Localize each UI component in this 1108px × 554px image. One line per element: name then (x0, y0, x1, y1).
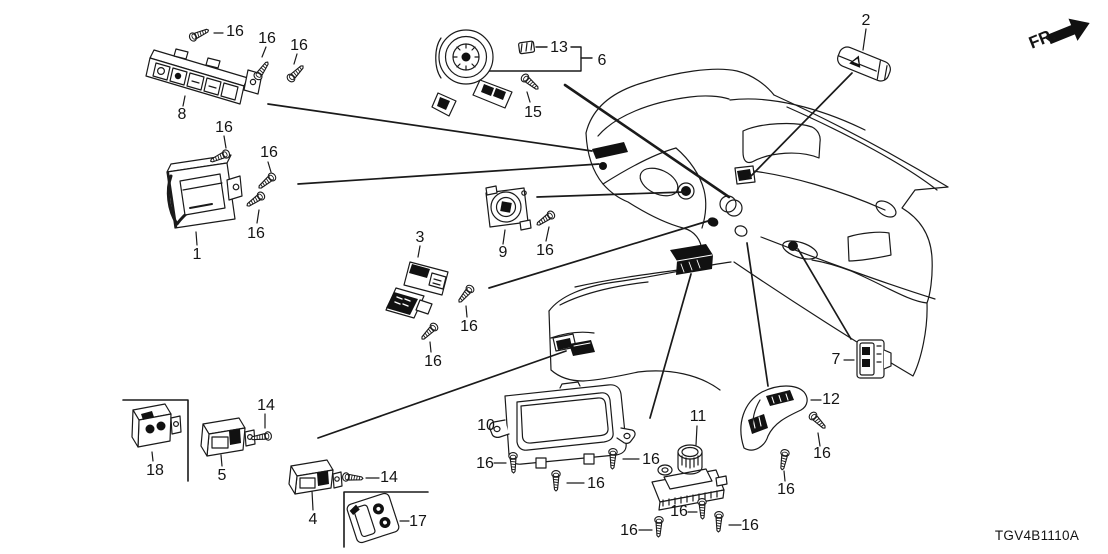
callout-16: 16 (260, 144, 278, 161)
callout-part-7: 7 (832, 351, 841, 368)
diagram-artwork (123, 18, 1090, 547)
group-brackets (123, 47, 592, 547)
callout-part-18: 18 (146, 462, 164, 479)
screw-icon (551, 470, 561, 492)
callout-16: 16 (460, 318, 478, 335)
screw-icon (244, 190, 267, 210)
screw-icon (653, 515, 664, 538)
callout-part-2: 2 (862, 12, 871, 29)
part-3-switch (386, 262, 448, 318)
callout-16: 16 (620, 522, 638, 539)
callout-part-12: 12 (822, 391, 840, 408)
screw-icon (713, 510, 724, 533)
callout-part-5: 5 (218, 467, 227, 484)
callout-part-3: 3 (416, 229, 425, 246)
callout-16: 16 (777, 481, 795, 498)
screw-icon (607, 447, 618, 470)
part-13-clip (518, 41, 534, 54)
screw-icon (519, 71, 542, 93)
callout-16: 16 (424, 353, 442, 370)
part-5-switch (201, 418, 255, 456)
screw-icon (285, 62, 307, 84)
callout-part-8: 8 (178, 106, 187, 123)
callout-part-14: 14 (380, 469, 398, 486)
part-18-switch (132, 404, 181, 447)
callout-16: 16 (215, 119, 233, 136)
screw-icon (534, 209, 557, 229)
part-17-switch (346, 492, 400, 544)
screw-icon (777, 448, 791, 472)
screw-icon (341, 471, 364, 484)
callout-part-15: 15 (524, 104, 542, 121)
fr-direction-indicator (1047, 18, 1090, 45)
callout-part-13: 13 (550, 39, 568, 56)
dashboard-illustration (549, 69, 948, 390)
screw-icon (807, 410, 829, 432)
callout-part-4: 4 (309, 511, 318, 528)
fr-arrow-icon (1047, 18, 1090, 45)
callout-part-11: 11 (690, 408, 707, 425)
callout-part-1: 1 (193, 246, 202, 263)
callout-16: 16 (670, 503, 688, 520)
diagram-code: TGV4B1110A (995, 528, 1079, 543)
part-7-switch (857, 340, 891, 378)
callout-part-6: 6 (598, 52, 607, 69)
callout-16: 16 (476, 455, 494, 472)
callout-16: 16 (587, 475, 605, 492)
screw-icon (252, 59, 272, 82)
callout-16: 16 (642, 451, 660, 468)
screw-icon (697, 497, 708, 520)
part-2-hazard-switch (835, 45, 893, 84)
callout-part-14: 14 (257, 397, 275, 414)
callout-16: 16 (741, 517, 759, 534)
part-8-switch-panel (146, 49, 262, 104)
callout-labels: 16 16 16 16 8 16 16 1 13 6 15 2 9 16 3 1… (146, 12, 1079, 543)
part-12-trim-switch (741, 386, 807, 450)
callout-16: 16 (536, 242, 554, 259)
leader-lines (268, 73, 852, 438)
callout-part-10: 10 (477, 417, 495, 434)
callout-16: 16 (258, 30, 276, 47)
callout-part-9: 9 (499, 244, 508, 261)
part-1-switch (167, 155, 242, 228)
screw-icon (187, 25, 211, 43)
part-6-dial-assembly (432, 30, 512, 116)
callout-16: 16 (247, 225, 265, 242)
label-connectors (152, 29, 866, 530)
part-11-selector-switch (652, 445, 727, 510)
part-9-round-switch (486, 186, 531, 230)
part-4-switch (289, 460, 342, 494)
part-10-console-unit (490, 382, 635, 468)
screw-icon (455, 283, 477, 306)
callout-16: 16 (290, 37, 308, 54)
screw-icon (418, 321, 440, 343)
screw-icon (255, 170, 278, 192)
fr-label: FR. (1026, 25, 1059, 53)
callout-part-17: 17 (409, 513, 427, 530)
callout-16: 16 (226, 23, 244, 40)
callout-16: 16 (813, 445, 831, 462)
